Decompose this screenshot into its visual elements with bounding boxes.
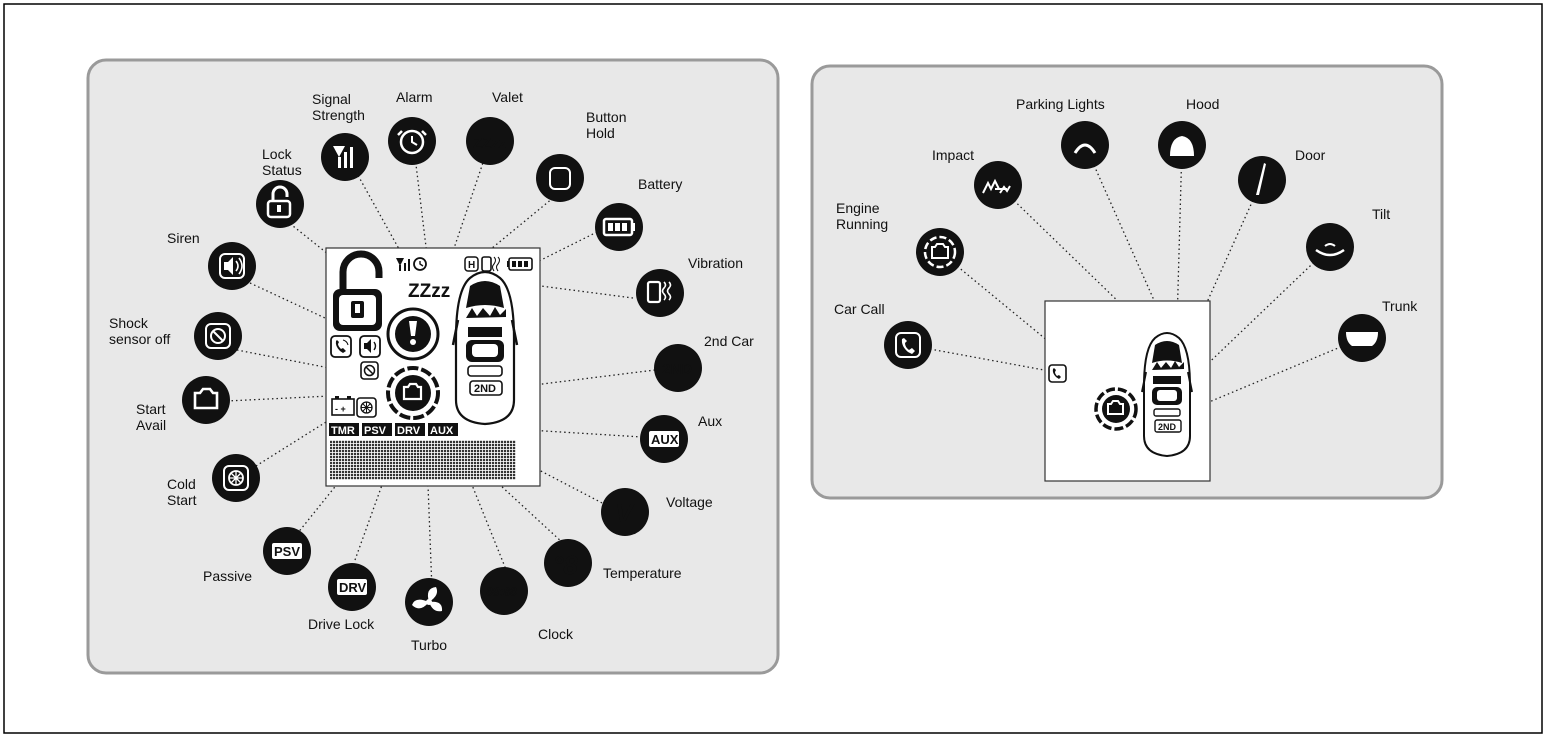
temperature-icon: °8 (544, 539, 592, 587)
tilt-icon (1306, 223, 1354, 271)
vibration-icon (636, 269, 684, 317)
drive-lock-icon: DRV (328, 563, 376, 611)
svg-text:H: H (555, 172, 565, 188)
label-car-call: Car Call (834, 301, 885, 317)
svg-text:DRV: DRV (339, 580, 367, 595)
label-hood: Hood (1186, 96, 1219, 112)
label-temperature: Temperature (603, 565, 682, 581)
trunk-icon (1338, 314, 1386, 362)
label-voltage: Voltage (666, 494, 713, 510)
turbo-icon (405, 578, 453, 626)
shock-sensor-off-icon (194, 312, 242, 360)
voltage-icon: V (601, 488, 649, 536)
cold-start-icon (212, 454, 260, 502)
lcd-car-icon: 2ND (453, 272, 517, 424)
svg-text:AUX: AUX (651, 432, 679, 447)
label-vibration: Vibration (688, 255, 743, 271)
label-parking-lights: Parking Lights (1016, 96, 1105, 112)
svg-text:PSV: PSV (364, 425, 387, 437)
clock-icon: 88:88 (480, 567, 528, 615)
label-valet: Valet (492, 89, 523, 105)
signal-strength-icon (321, 133, 369, 181)
lock-status-icon (256, 180, 304, 228)
siren-icon (208, 242, 256, 290)
svg-text:°8: °8 (553, 550, 578, 580)
impact-icon (974, 161, 1022, 209)
lcd-car-tag-text-right: 2ND (1158, 422, 1177, 432)
alarm-icon (388, 117, 436, 165)
aux-icon: AUX (640, 415, 688, 463)
battery-icon (595, 203, 643, 251)
lcd-tag-aux: AUX (428, 423, 458, 437)
svg-text:88:88: 88:88 (486, 585, 517, 599)
label-drive-lock: Drive Lock (308, 616, 375, 632)
label-door: Door (1295, 147, 1326, 163)
lcd-valet-text: ZZzz (408, 281, 450, 302)
svg-text:- +: - + (335, 404, 346, 414)
engine-running-icon (916, 228, 964, 276)
label-passive: Passive (203, 568, 252, 584)
lcd-dot-matrix (330, 440, 516, 480)
svg-text:DRV: DRV (397, 425, 421, 437)
lcd-tag-tmr: TMR (329, 423, 359, 437)
label-clock: Clock (538, 626, 574, 642)
label-second-car: 2nd Car (704, 333, 754, 349)
passive-icon: PSV (263, 527, 311, 575)
car-call-icon (884, 321, 932, 369)
svg-text:ZZzz: ZZzz (473, 135, 506, 152)
svg-text:2ND: 2ND (662, 361, 692, 378)
svg-text:AUX: AUX (430, 425, 454, 437)
lcd-car-icon-right: 2ND (1142, 333, 1192, 456)
door-icon (1238, 156, 1286, 204)
label-turbo: Turbo (411, 637, 447, 653)
label-impact: Impact (932, 147, 974, 163)
hood-icon (1158, 121, 1206, 169)
label-trunk: Trunk (1382, 298, 1418, 314)
lcd-car-tag-text: 2ND (474, 383, 496, 395)
label-alarm: Alarm (396, 89, 433, 105)
parking-lights-icon (1061, 121, 1109, 169)
label-siren: Siren (167, 230, 200, 246)
lcd-warning-icon (388, 309, 438, 359)
right-lcd-display: 2ND (1045, 301, 1210, 481)
valet-icon: ZZzz (466, 117, 514, 165)
label-aux: Aux (698, 413, 722, 429)
label-battery: Battery (638, 176, 682, 192)
button-hold-icon: H (536, 154, 584, 202)
second-car-icon: 2ND (654, 344, 702, 392)
start-avail-icon (182, 376, 230, 424)
left-lcd-display: ZZzz H (326, 248, 540, 486)
lcd-tag-drv: DRV (395, 423, 425, 437)
svg-text:PSV: PSV (274, 544, 300, 559)
svg-text:TMR: TMR (331, 425, 355, 437)
label-tilt: Tilt (1372, 206, 1390, 222)
lcd-button-hold-text: H (468, 260, 475, 271)
svg-text:V: V (615, 498, 635, 528)
lcd-tag-psv: PSV (362, 423, 392, 437)
